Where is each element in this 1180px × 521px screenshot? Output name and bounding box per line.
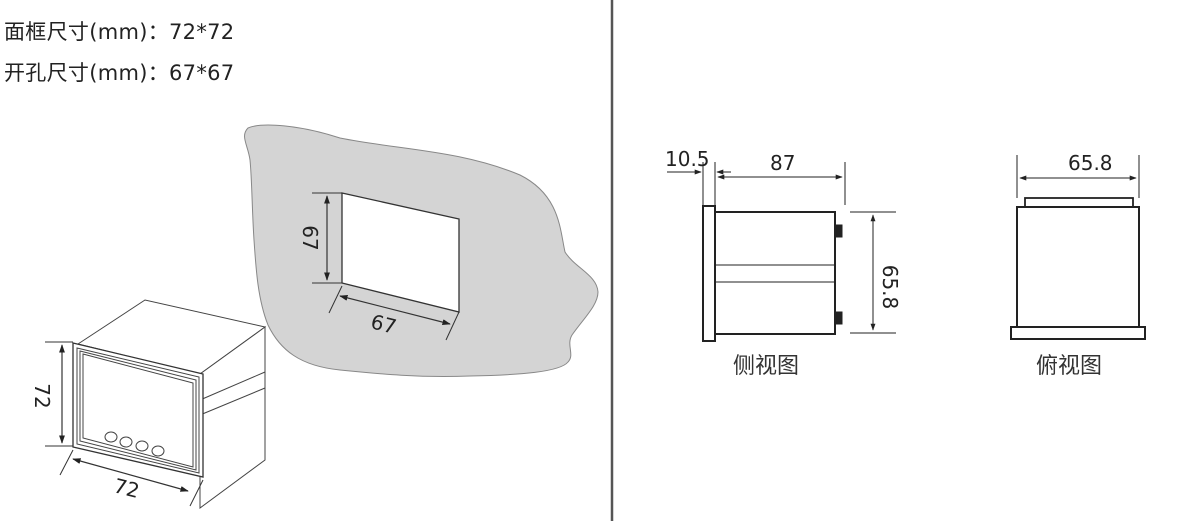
cutout-size-label: 开孔尺寸(mm)： xyxy=(4,61,169,85)
meter-dimensions: 72 72 xyxy=(30,341,204,507)
side-view-body xyxy=(714,211,836,335)
meter-button xyxy=(135,440,149,452)
meter-button xyxy=(151,445,165,457)
side-view-label: 侧视图 xyxy=(733,354,799,379)
panel-size-value: 72*72 xyxy=(169,20,235,44)
panel-size-spec: 面框尺寸(mm)：72*72 xyxy=(4,16,234,46)
meter-button xyxy=(119,436,133,448)
top-view-bezel xyxy=(1010,326,1146,340)
meter-button xyxy=(104,431,118,443)
cutout-height-label: 67 xyxy=(298,225,322,250)
panel-cutout-illustration: 67 67 xyxy=(244,124,599,378)
meter-width-label: 72 xyxy=(111,473,142,502)
cutout-width-dimension xyxy=(339,295,451,325)
terminal-top xyxy=(834,224,843,238)
body-depth-label: 87 xyxy=(770,151,795,175)
top-view-rear-step xyxy=(1024,197,1134,208)
top-width-label: 65.8 xyxy=(1068,151,1113,175)
cutout-size-spec: 开孔尺寸(mm)：67*67 xyxy=(4,57,234,87)
top-view-label: 俯视图 xyxy=(1036,354,1102,379)
cutout-width-label: 67 xyxy=(368,309,399,338)
meter-isometric-illustration xyxy=(72,299,267,509)
side-view-bezel xyxy=(702,205,716,342)
top-view-body xyxy=(1016,206,1140,328)
side-view xyxy=(667,162,896,342)
terminal-bottom xyxy=(834,311,843,325)
panel-size-label: 面框尺寸(mm)： xyxy=(4,20,169,44)
meter-height-label: 72 xyxy=(30,383,54,408)
top-view xyxy=(1010,155,1146,340)
side-height-label: 65.8 xyxy=(878,265,902,310)
cutout-size-value: 67*67 xyxy=(169,61,235,85)
bezel-depth-label: 10.5 xyxy=(665,147,710,171)
meter-width-dimension xyxy=(72,458,189,492)
